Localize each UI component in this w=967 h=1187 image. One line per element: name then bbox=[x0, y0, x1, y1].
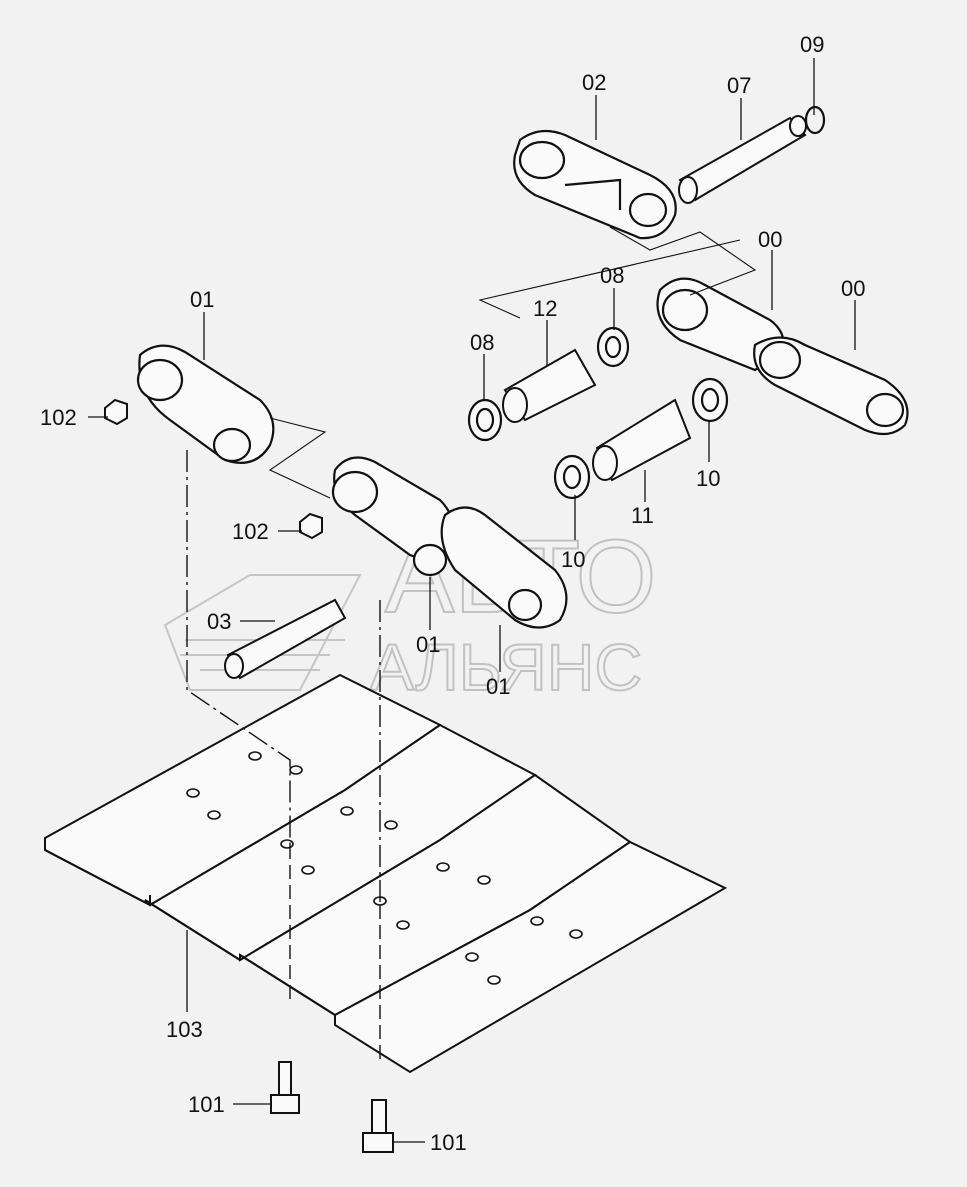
watermark-line-2: АЛЬЯНС bbox=[370, 630, 642, 704]
callout-02: 02 bbox=[582, 70, 606, 95]
callout-10-b: 10 bbox=[561, 547, 585, 572]
bushing-11 bbox=[592, 398, 692, 482]
track-link-01-left bbox=[136, 344, 275, 464]
track-link-02 bbox=[513, 129, 677, 240]
callouts: 09 02 07 00 00 08 12 08 01 102 102 10 10… bbox=[40, 32, 865, 1155]
bushing-12 bbox=[502, 348, 597, 423]
track-link-00-right bbox=[656, 277, 909, 436]
leader-lines bbox=[88, 58, 856, 1143]
callout-03: 03 bbox=[207, 609, 231, 634]
callout-101-a: 101 bbox=[188, 1092, 225, 1117]
track-link-01-center bbox=[331, 456, 568, 629]
callout-12: 12 bbox=[533, 296, 557, 321]
callout-01-c: 01 bbox=[486, 674, 510, 699]
track-shoe-plates bbox=[44, 673, 728, 1074]
callout-07: 07 bbox=[727, 73, 751, 98]
seal-08 bbox=[467, 326, 630, 442]
track-pin-03 bbox=[224, 598, 347, 680]
callout-01-b: 01 bbox=[416, 632, 440, 657]
track-pin-07 bbox=[678, 115, 807, 204]
callout-09: 09 bbox=[800, 32, 824, 57]
callout-102-b: 102 bbox=[232, 519, 269, 544]
bolt-101-left bbox=[270, 1061, 300, 1114]
assembly-center-lines bbox=[186, 450, 381, 1060]
callout-00-a: 00 bbox=[758, 227, 782, 252]
callout-101-b: 101 bbox=[430, 1130, 467, 1155]
bolt-101-right bbox=[362, 1099, 394, 1153]
callout-08-b: 08 bbox=[470, 330, 494, 355]
callout-102-a: 102 bbox=[40, 405, 77, 430]
nut-102-lower bbox=[299, 512, 323, 540]
snap-ring-09 bbox=[804, 105, 826, 135]
watermark-logo-icon bbox=[163, 574, 362, 691]
callout-10-a: 10 bbox=[696, 466, 720, 491]
callout-103: 103 bbox=[166, 1017, 203, 1042]
seal-10 bbox=[553, 377, 729, 500]
nut-102-upper bbox=[104, 398, 128, 426]
callout-08-a: 08 bbox=[600, 263, 624, 288]
callout-01-a: 01 bbox=[190, 287, 214, 312]
callout-00-b: 00 bbox=[841, 276, 865, 301]
callout-11: 11 bbox=[631, 503, 654, 528]
